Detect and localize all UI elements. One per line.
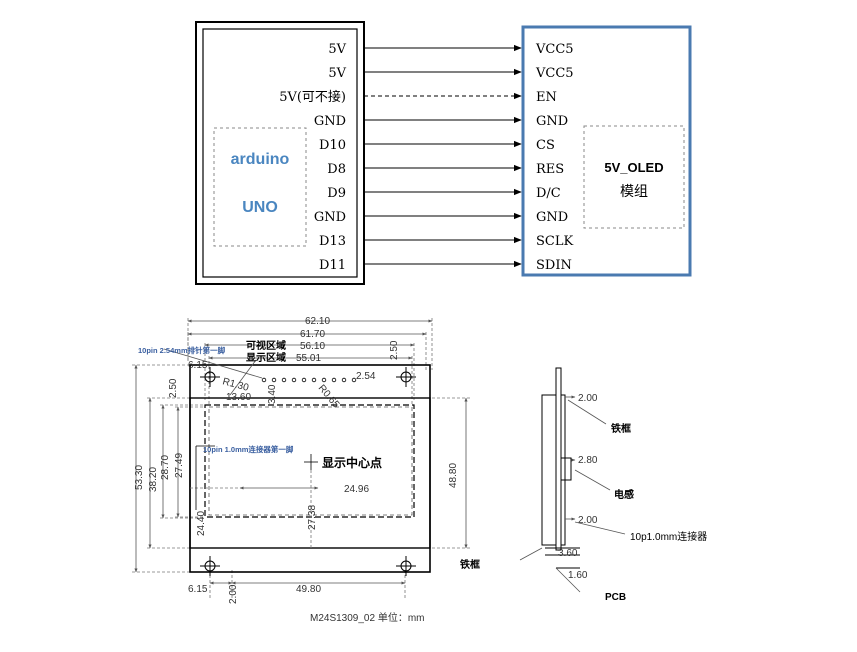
center-mark bbox=[190, 454, 318, 548]
arduino-pin-label: D8 bbox=[327, 162, 346, 177]
header-pin bbox=[301, 377, 307, 383]
module-label: 5V_OLED bbox=[604, 160, 663, 175]
dim-27-49: 27.49 bbox=[174, 453, 185, 478]
module-pin-label: EN bbox=[536, 90, 557, 105]
dim-3-40: 3.40 bbox=[267, 384, 278, 404]
dim-6-15-top: 6.15 bbox=[188, 360, 208, 371]
dim-28-70: 28.70 bbox=[160, 455, 171, 480]
side-label-inductor: 电感 bbox=[614, 488, 634, 501]
header-pin bbox=[271, 377, 277, 383]
dim-2-54: 2.54 bbox=[356, 371, 376, 382]
module-label-box bbox=[583, 125, 685, 229]
module-sublabel: 模组 bbox=[620, 183, 648, 199]
dim-56-10: 56.10 bbox=[300, 341, 325, 352]
module-pin-label: GND bbox=[536, 114, 568, 129]
label-display-center: 显示中心点 bbox=[322, 455, 382, 470]
dim-13-60: 13.60 bbox=[226, 392, 251, 403]
module-pin-label: RES bbox=[536, 162, 564, 177]
label-pin1-connector: 10pin 1.0mm连接器第一脚 bbox=[203, 444, 294, 454]
side-dim-2-00-a: 2.00 bbox=[578, 393, 598, 404]
dim-27-38: 27.38 bbox=[307, 505, 318, 530]
dim-48-80: 48.80 bbox=[448, 463, 459, 488]
arduino-pin-label: GND bbox=[314, 210, 346, 225]
oled-module: 5V_OLED 模组 bbox=[521, 25, 692, 277]
dim-53-30: 53.30 bbox=[134, 465, 145, 490]
side-dim-1-60: 1.60 bbox=[568, 570, 588, 581]
arduino-pin-label: D13 bbox=[319, 234, 346, 249]
label-visible-area: 可视区域 bbox=[246, 339, 286, 352]
header-pin bbox=[341, 377, 347, 383]
arduino-label-box bbox=[213, 127, 307, 247]
arduino-pin-label: GND bbox=[314, 114, 346, 129]
label-display-area: 显示区域 bbox=[246, 351, 286, 364]
label-pin1-header: 10pin 2.54mm排针第一脚 bbox=[138, 345, 226, 355]
side-label-frame: 铁框 bbox=[611, 422, 631, 435]
display-area bbox=[208, 406, 413, 516]
dim-2-00-bottom: 2.00 bbox=[228, 584, 239, 604]
mechanical-drawing: 62.10 61.70 56.10 55.01 可视区域 显示区域 10pin … bbox=[132, 316, 707, 624]
dim-24-96: 24.96 bbox=[344, 484, 369, 495]
dim-38-20: 38.20 bbox=[148, 467, 159, 492]
arduino-board: arduino UNO bbox=[195, 21, 365, 285]
module-pin-label: SDIN bbox=[536, 258, 572, 273]
arduino-pin-label: D9 bbox=[327, 186, 346, 201]
pin-header bbox=[261, 377, 357, 383]
header-pin bbox=[311, 377, 317, 383]
module-pin-label: VCC5 bbox=[535, 42, 574, 57]
module-pin-label: D/C bbox=[536, 186, 561, 201]
dim-62-10: 62.10 bbox=[305, 316, 330, 327]
header-pin bbox=[261, 377, 267, 383]
side-label-connector: 10p1.0mm连接器 bbox=[630, 530, 707, 543]
module-pin-label: GND bbox=[536, 210, 568, 225]
display-frame bbox=[189, 397, 431, 549]
dim-2-50-right: 2.50 bbox=[389, 340, 400, 360]
side-label-frame-2: 铁框 bbox=[460, 558, 480, 571]
dim-2-50-left: 2.50 bbox=[168, 378, 179, 398]
arduino-pin-label: 5V bbox=[328, 66, 346, 81]
arduino-pin-label: D10 bbox=[319, 138, 346, 153]
side-dim-3-60: 3.60 bbox=[558, 548, 578, 559]
header-pin bbox=[351, 377, 357, 383]
visible-area bbox=[204, 404, 415, 518]
side-label-pcb: PCB bbox=[605, 592, 626, 603]
module-pin-label: SCLK bbox=[536, 234, 573, 249]
arduino-pin-label: 5V(可不接) bbox=[279, 89, 346, 105]
arduino-pin-label: 5V bbox=[328, 42, 346, 57]
dim-61-70: 61.70 bbox=[300, 329, 325, 340]
side-dim-2-80: 2.80 bbox=[578, 455, 598, 466]
module-pin-label: VCC5 bbox=[535, 66, 574, 81]
drawing-caption: M24S1309_02 单位：mm bbox=[310, 611, 425, 624]
arduino-label: arduino bbox=[231, 151, 290, 168]
side-dim-2-00-b: 2.00 bbox=[578, 515, 598, 526]
dim-r0-65: R0.65 bbox=[316, 383, 342, 411]
dim-55-01: 55.01 bbox=[296, 353, 321, 364]
uno-label: UNO bbox=[242, 199, 278, 216]
side-view bbox=[541, 367, 580, 569]
header-pin bbox=[281, 377, 287, 383]
header-pin bbox=[291, 377, 297, 383]
dim-6-15-bottom: 6.15 bbox=[188, 584, 208, 595]
arduino-pin-label: D11 bbox=[319, 258, 346, 273]
dim-24-40: 24.40 bbox=[196, 511, 207, 536]
module-pin-label: CS bbox=[536, 138, 555, 153]
dim-49-80: 49.80 bbox=[296, 584, 321, 595]
header-pin bbox=[321, 377, 327, 383]
header-pin bbox=[331, 377, 337, 383]
